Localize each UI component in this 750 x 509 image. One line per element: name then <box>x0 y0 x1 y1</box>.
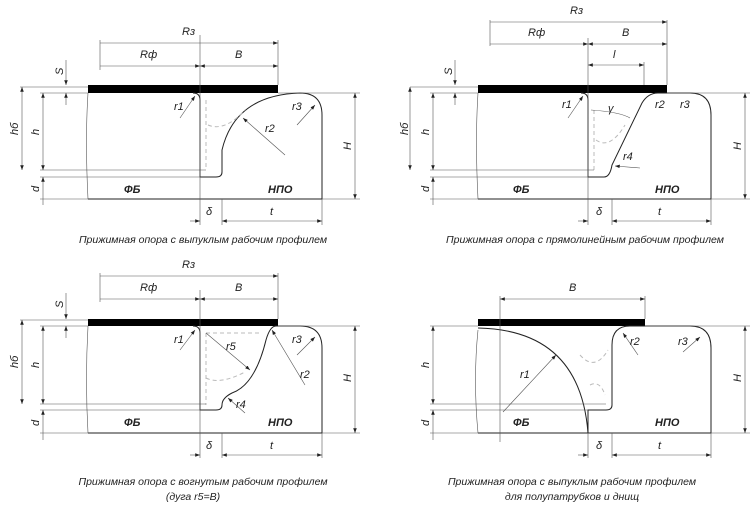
pressure-bar <box>88 85 278 93</box>
label-h: h <box>30 362 42 368</box>
label-S: S <box>54 67 66 75</box>
label-FB: ФБ <box>124 184 141 196</box>
label-d: d <box>420 419 432 426</box>
label-H: H <box>342 374 354 382</box>
label-R3: Rз <box>182 26 195 38</box>
label-delta: δ <box>596 206 603 218</box>
label-r3: r3 <box>680 99 691 111</box>
label-B: B <box>235 49 242 61</box>
pressure-bar <box>478 85 667 93</box>
label-r4: r4 <box>623 151 633 163</box>
pressure-bar <box>88 319 278 326</box>
label-l: l <box>613 49 616 61</box>
label-r3: r3 <box>292 101 303 113</box>
label-r1: r1 <box>174 101 184 113</box>
label-r2: r2 <box>630 336 640 348</box>
caption-concave: Прижимная опора с вогнутым рабочим профи… <box>78 476 327 488</box>
label-r1: r1 <box>562 99 572 111</box>
label-t: t <box>270 206 274 218</box>
label-NPO: НПО <box>268 184 293 196</box>
label-Rf: Rф <box>140 282 157 294</box>
label-r2: r2 <box>265 123 275 135</box>
label-r2: r2 <box>300 369 310 381</box>
panel-convex-profile: Rз Rф B S hб h d H r1 r2 r3 ФБ НПО δ t П… <box>9 26 360 246</box>
label-B: B <box>569 282 576 294</box>
label-S: S <box>443 67 455 75</box>
label-Rf: Rф <box>140 49 157 61</box>
label-FB: ФБ <box>513 184 530 196</box>
label-B: B <box>235 282 242 294</box>
label-NPO: НПО <box>655 184 680 196</box>
label-H: H <box>342 142 354 150</box>
label-h: h <box>420 129 432 135</box>
label-d: d <box>30 419 42 426</box>
label-hb: hб <box>9 355 21 368</box>
label-delta: δ <box>206 440 213 452</box>
label-FB: ФБ <box>513 417 530 429</box>
label-h: h <box>30 129 42 135</box>
label-r3: r3 <box>292 334 303 346</box>
label-Rf: Rф <box>528 27 545 39</box>
label-r1: r1 <box>520 369 530 381</box>
label-hb: hб <box>9 122 21 135</box>
label-r4: r4 <box>236 399 246 411</box>
label-t: t <box>658 206 662 218</box>
label-delta: δ <box>206 206 213 218</box>
panel-straight-profile: Rз Rф B l S hб h d H r1 γ r2 r3 r4 ФБ НП… <box>399 5 750 246</box>
label-t: t <box>658 440 662 452</box>
label-r2: r2 <box>655 99 665 111</box>
label-H: H <box>732 374 744 382</box>
label-B: B <box>622 27 629 39</box>
label-hb: hб <box>399 122 411 135</box>
label-d: d <box>30 185 42 192</box>
label-FB: ФБ <box>124 417 141 429</box>
label-NPO: НПО <box>655 417 680 429</box>
caption-convex: Прижимная опора с выпуклым рабочим профи… <box>79 234 327 246</box>
label-NPO: НПО <box>268 417 293 429</box>
pressure-bar <box>478 319 645 326</box>
label-H: H <box>732 142 744 150</box>
caption-halfpipe-note: для полупатрубков и днищ <box>505 491 639 503</box>
caption-concave-note: (дуга r5=B) <box>166 491 220 503</box>
label-d: d <box>420 185 432 192</box>
caption-straight: Прижимная опора с прямолинейным рабочим … <box>446 234 724 246</box>
label-h: h <box>420 362 432 368</box>
label-t: t <box>270 440 274 452</box>
label-R3: Rз <box>182 259 195 271</box>
panel-convex-halfpipe-profile: B h d H r1 r2 r3 ФБ НПО δ t Прижимная оп… <box>420 282 750 503</box>
label-delta: δ <box>596 440 603 452</box>
label-r5: r5 <box>226 341 237 353</box>
label-gamma: γ <box>608 103 615 115</box>
label-R3: Rз <box>570 5 583 17</box>
label-r3: r3 <box>678 336 689 348</box>
label-r1: r1 <box>174 334 184 346</box>
label-S: S <box>54 300 66 308</box>
caption-halfpipe: Прижимная опора с выпуклым рабочим профи… <box>448 476 696 488</box>
panel-concave-profile: Rз Rф B S hб h d H r1 r5 r3 r2 r4 ФБ НПО… <box>9 259 360 503</box>
